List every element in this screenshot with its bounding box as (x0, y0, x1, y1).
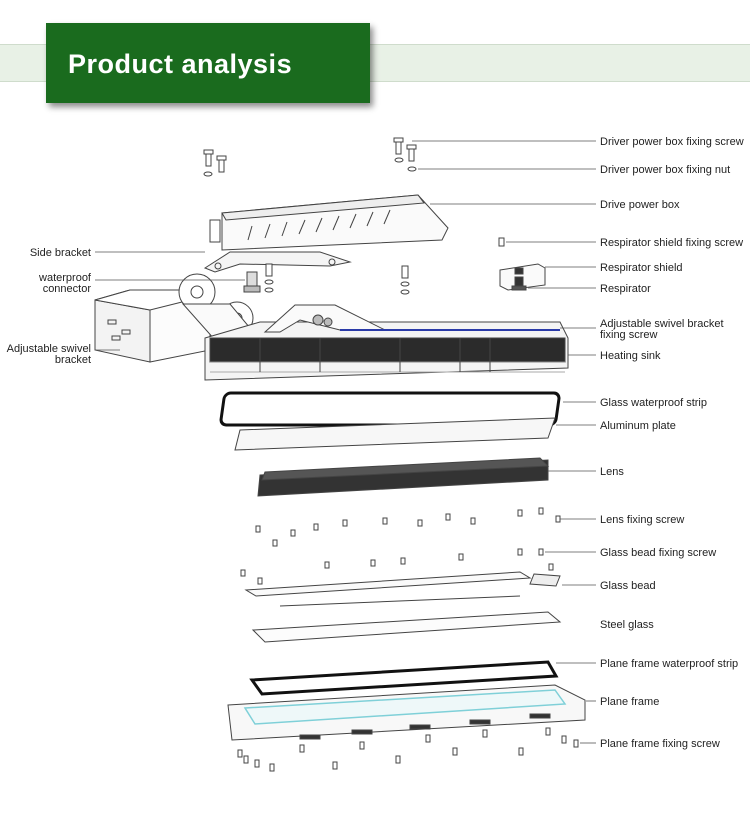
steel-glass (251, 611, 562, 643)
plane-frame-fixing-screws (237, 727, 579, 772)
center-screws (400, 265, 410, 295)
label-glass-bead: Glass bead (600, 580, 656, 592)
label-glass-bead-fixing-screw: Glass bead fixing screw (600, 547, 716, 559)
header-banner: Product analysis (46, 23, 370, 103)
label-drive-power-box: Drive power box (600, 199, 680, 211)
lens (257, 457, 550, 497)
label-plane-frame: Plane frame (600, 696, 659, 708)
plane-frame-waterproof-strip (249, 660, 559, 696)
plane-frame (227, 684, 586, 741)
label-respirator-shield-fixing-screw: Respirator shield fixing screw (600, 237, 743, 249)
label-plane-frame-fixing-screw: Plane frame fixing screw (600, 738, 720, 750)
label-steel-glass: Steel glass (600, 619, 654, 631)
label-adjustable-swivel-bracket-fixing-screw: Adjustable swivel bracket (600, 318, 724, 330)
label-adjustable-swivel-bracket: Adjustable swivel (7, 343, 91, 355)
respirator (511, 276, 527, 291)
label-driver-power-box-fixing-screw: Driver power box fixing screw (600, 136, 744, 148)
drive-power-box (209, 194, 449, 251)
driver-box-screws (393, 137, 417, 172)
label-glass-waterproof-strip: Glass waterproof strip (600, 397, 707, 409)
top-left-screws (203, 149, 227, 177)
glass-bead (244, 571, 561, 607)
label-aluminum-plate: Aluminum plate (600, 420, 676, 432)
label-respirator-shield: Respirator shield (600, 262, 683, 274)
waterproof-connector (243, 263, 274, 293)
heating-sink (204, 304, 569, 381)
side-bracket (203, 251, 352, 273)
label-adjustable-swivel-bracket-line2: bracket (55, 354, 91, 366)
label-lens-fixing-screw: Lens fixing screw (600, 514, 684, 526)
respirator-shield-screw (498, 237, 505, 247)
glass-bead-fixing-screws (240, 548, 554, 585)
label-plane-frame-waterproof-strip: Plane frame waterproof strip (600, 658, 738, 670)
label-adjustable-swivel-bracket-fixing-screw-line2: fixing screw (600, 329, 658, 341)
lens-fixing-screws (255, 507, 561, 547)
aluminum-plate (234, 417, 556, 451)
label-respirator: Respirator (600, 283, 651, 295)
leader-lines (95, 140, 596, 744)
label-lens: Lens (600, 466, 624, 478)
label-waterproof-connector-line2: connector (43, 283, 92, 295)
page-title: Product analysis (68, 49, 293, 79)
label-driver-power-box-fixing-nut: Driver power box fixing nut (600, 164, 730, 176)
label-waterproof-connector: waterproof (38, 272, 92, 284)
label-side-bracket: Side bracket (30, 247, 91, 259)
label-heating-sink: Heating sink (600, 350, 661, 362)
